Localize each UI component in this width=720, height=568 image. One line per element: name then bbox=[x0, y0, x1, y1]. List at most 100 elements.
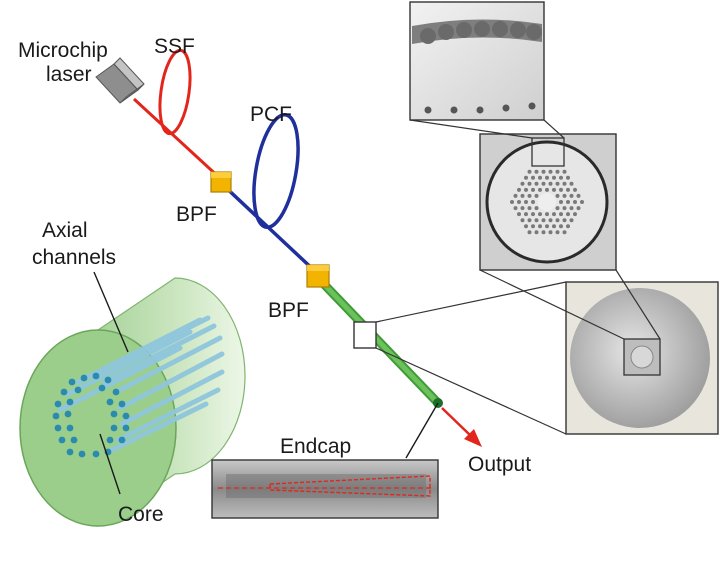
pcf-air-hole bbox=[541, 181, 546, 186]
pcf-air-hole bbox=[552, 187, 556, 192]
pcf-air-hole bbox=[541, 230, 546, 235]
pcf-air-hole bbox=[569, 181, 574, 186]
pcf-air-hole bbox=[545, 175, 549, 180]
axial-channels-leader bbox=[93, 271, 129, 353]
pcf-air-hole bbox=[545, 212, 549, 217]
pcf-air-hole bbox=[545, 224, 549, 229]
pcf-air-hole bbox=[559, 187, 563, 192]
pcf-air-hole bbox=[569, 206, 574, 211]
pcf-air-hole bbox=[531, 212, 535, 217]
pcf-air-hole bbox=[534, 230, 539, 235]
pcf-air-hole bbox=[559, 212, 563, 217]
pcf-fiber bbox=[220, 113, 320, 276]
pcf-air-hole bbox=[538, 175, 542, 180]
bpf-lower-label: BPF bbox=[268, 299, 309, 322]
pcf-air-hole bbox=[548, 181, 553, 186]
pcf-air-hole bbox=[555, 193, 560, 198]
pcf-air-hole bbox=[562, 230, 567, 235]
pcf-air-hole bbox=[576, 193, 581, 198]
microchip-laser-label-line1: Microchip bbox=[18, 39, 108, 62]
pcf-air-hole bbox=[538, 224, 542, 229]
pcf-air-hole bbox=[541, 218, 546, 223]
pcf-air-hole bbox=[524, 175, 528, 180]
pcf-air-hole bbox=[520, 181, 525, 186]
pcf-air-hole bbox=[555, 230, 560, 235]
pcf-air-hole bbox=[566, 175, 570, 180]
pcf-air-hole bbox=[576, 206, 581, 211]
microchip-laser-label-line2: laser bbox=[46, 63, 92, 86]
ssf-fiber bbox=[132, 48, 224, 182]
pcf-cross-section-micrograph bbox=[409, 119, 617, 271]
pcf-air-hole bbox=[552, 175, 556, 180]
pcf-air-hole bbox=[534, 169, 539, 174]
axial-channels-label-line1: Axial bbox=[42, 219, 88, 242]
pcf-air-hole bbox=[559, 175, 563, 180]
edge-detail-micrograph bbox=[409, 1, 545, 121]
pcf-air-hole bbox=[562, 181, 567, 186]
pcf-air-hole bbox=[573, 200, 577, 204]
pcf-air-hole bbox=[510, 200, 514, 204]
pcf-air-hole bbox=[562, 169, 567, 174]
pcf-air-hole bbox=[520, 193, 525, 198]
pcf-air-hole bbox=[573, 212, 577, 217]
pcf-air-hole bbox=[524, 212, 528, 217]
fiber-zoom-marker bbox=[353, 281, 567, 435]
pcf-air-hole bbox=[527, 230, 532, 235]
pcf-air-hole bbox=[566, 200, 570, 204]
pcf-air-hole bbox=[531, 187, 535, 192]
pcf-air-hole bbox=[573, 187, 577, 192]
pcf-air-hole bbox=[552, 212, 556, 217]
bpf-lower-block bbox=[306, 264, 330, 288]
edge-hole-row bbox=[424, 102, 536, 114]
pcf-air-hole bbox=[538, 187, 542, 192]
pcf-air-hole bbox=[566, 224, 570, 229]
fiber-cross-section-micrograph bbox=[479, 269, 719, 435]
axial-channels-label-line2: channels bbox=[32, 246, 117, 269]
core-label: Core bbox=[118, 503, 164, 526]
pcf-air-hole bbox=[517, 212, 521, 217]
pcf-label: PCF bbox=[250, 103, 292, 126]
pcf-air-hole bbox=[559, 200, 563, 204]
pcf-air-hole bbox=[545, 187, 549, 192]
pcf-air-hole bbox=[527, 206, 532, 211]
pcf-air-hole bbox=[552, 224, 556, 229]
pcf-air-hole bbox=[527, 169, 532, 174]
pcf-air-hole bbox=[534, 206, 539, 211]
pcf-air-hole bbox=[520, 218, 525, 223]
pcf-air-hole bbox=[569, 193, 574, 198]
pcf-air-hole bbox=[531, 224, 535, 229]
gain-fiber bbox=[313, 273, 443, 408]
pcf-air-hole bbox=[559, 224, 563, 229]
microchip-laser bbox=[95, 57, 145, 104]
bpf-upper-label: BPF bbox=[176, 203, 217, 226]
edge-bead-row bbox=[420, 21, 542, 44]
pcf-air-hole bbox=[527, 218, 532, 223]
pcf-air-hole bbox=[548, 230, 553, 235]
output-arrow bbox=[441, 407, 482, 447]
pcf-air-hole bbox=[548, 218, 553, 223]
ssf-label: SSF bbox=[154, 35, 195, 58]
bpf-upper-block bbox=[210, 171, 232, 193]
pcf-air-hole bbox=[527, 193, 532, 198]
label-leaders bbox=[93, 271, 439, 495]
pcf-air-hole bbox=[524, 224, 528, 229]
pcf-air-hole bbox=[531, 175, 535, 180]
pcf-air-hole bbox=[562, 218, 567, 223]
output-label: Output bbox=[468, 453, 532, 476]
pcf-hole-pattern bbox=[510, 169, 584, 235]
pcf-air-hole bbox=[524, 187, 528, 192]
pcf-air-hole bbox=[555, 206, 560, 211]
endcap-micrograph bbox=[211, 459, 439, 519]
pcf-air-hole bbox=[517, 187, 521, 192]
pcf-air-hole bbox=[566, 187, 570, 192]
pcf-air-hole bbox=[520, 206, 525, 211]
pcf-air-hole bbox=[527, 181, 532, 186]
pcf-air-hole bbox=[580, 200, 584, 204]
pcf-air-hole bbox=[541, 169, 546, 174]
axial-channel-rods bbox=[57, 315, 225, 455]
pcf-air-hole bbox=[555, 218, 560, 223]
endcap-leader bbox=[405, 402, 439, 459]
pcf-air-hole bbox=[562, 193, 567, 198]
pcf-air-hole bbox=[531, 200, 535, 204]
